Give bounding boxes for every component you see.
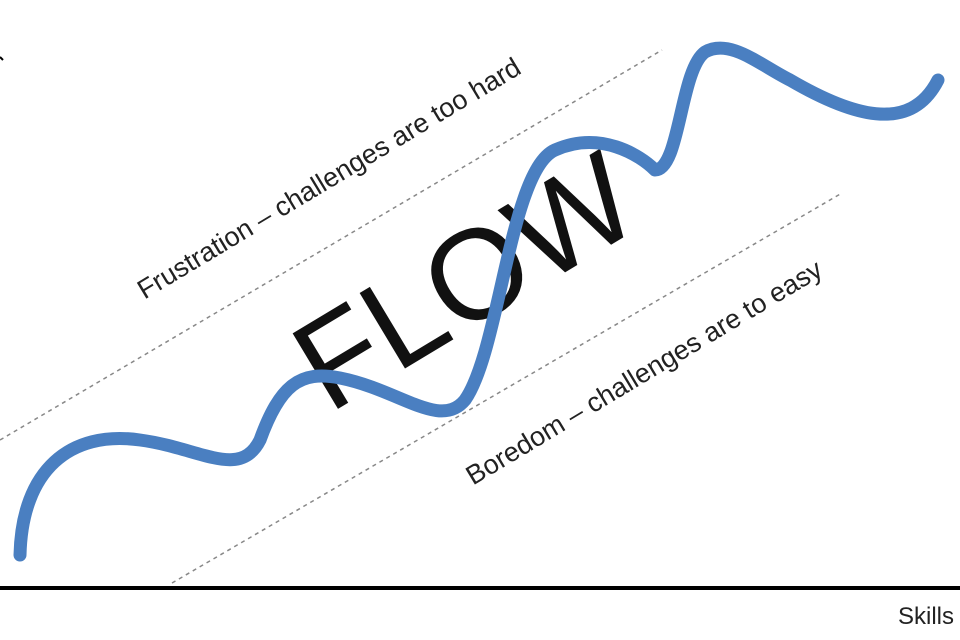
upper-boundary-line bbox=[0, 49, 663, 441]
flow-wave-path bbox=[13, 41, 945, 562]
x-axis-label: Skills bbox=[898, 603, 954, 630]
lower-boundary-line bbox=[171, 192, 843, 584]
y-axis-tick bbox=[0, 56, 4, 61]
